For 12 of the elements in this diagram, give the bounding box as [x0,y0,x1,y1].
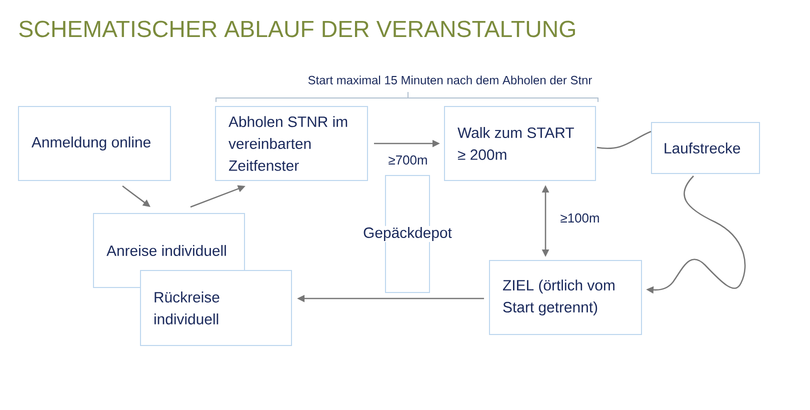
title: SCHEMATISCHER ABLAUF DER VERANSTALTUNG [19,20,575,38]
process-box: ZIEL (örtlich vom Start getrennt) [489,260,642,335]
process-box: Rückreise individuell [140,270,292,346]
edge-label: ≥100m [558,212,602,224]
process-box: Laufstrecke [651,122,760,174]
annotation-text: Start maximal 15 Minuten nach dem Abholen der Stnr [308,76,592,84]
process-box: Walk zum START ≥ 200m [444,106,596,181]
process-box: Anmeldung online [18,106,171,181]
connector-line [596,130,652,150]
process-box: Gepäckdepot [362,175,453,293]
edge-label: ≥700m [386,154,430,166]
process-box: Abholen STNR im vereinbarten Zeitfenster [215,106,368,181]
